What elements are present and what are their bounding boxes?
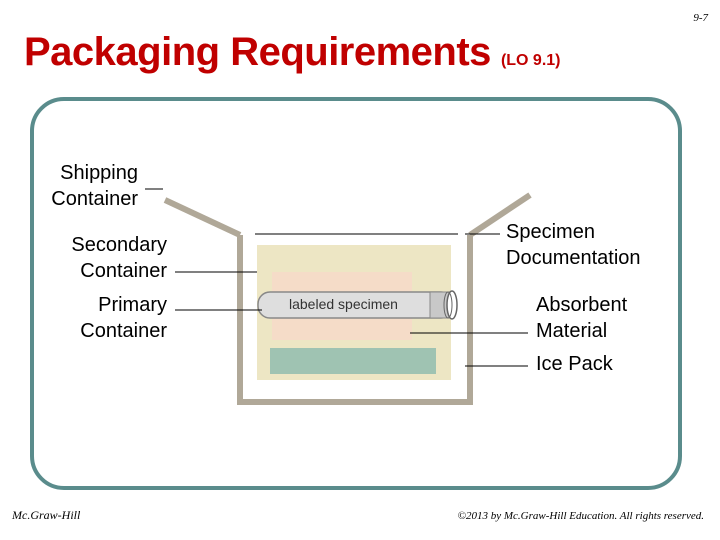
slide-number: 9-7 <box>693 12 708 24</box>
content-frame <box>30 97 682 490</box>
label-ice-pack: Ice Pack <box>536 353 613 375</box>
left-flap <box>163 197 242 238</box>
ice-pack <box>270 348 436 374</box>
learning-objective: (LO 9.1) <box>500 52 561 69</box>
tube-label: labeled specimen <box>289 296 398 312</box>
label-specimen-documentation: Specimen Documentation <box>506 221 641 269</box>
label-secondary-container: Secondary Container <box>71 234 167 282</box>
label-shipping-container: Shipping Container <box>51 162 138 210</box>
shipping-box-outline <box>237 235 473 405</box>
tube-cap-rim <box>443 291 453 319</box>
label-primary-container: Primary Container <box>80 294 167 342</box>
right-flap <box>468 192 532 238</box>
specimen-tube: labeled specimen <box>257 290 458 320</box>
copyright-footer: ©2013 by Mc.Graw-Hill Education. All rig… <box>457 510 704 522</box>
publisher-footer: Mc.Graw-Hill <box>12 508 81 522</box>
page-title: Packaging Requirements <box>24 30 491 74</box>
label-absorbent-material: Absorbent Material <box>536 294 628 342</box>
shipping-container <box>163 192 532 405</box>
leader-lines <box>145 188 528 367</box>
slide-title-block: Packaging Requirements (LO 9.1) <box>24 30 561 75</box>
